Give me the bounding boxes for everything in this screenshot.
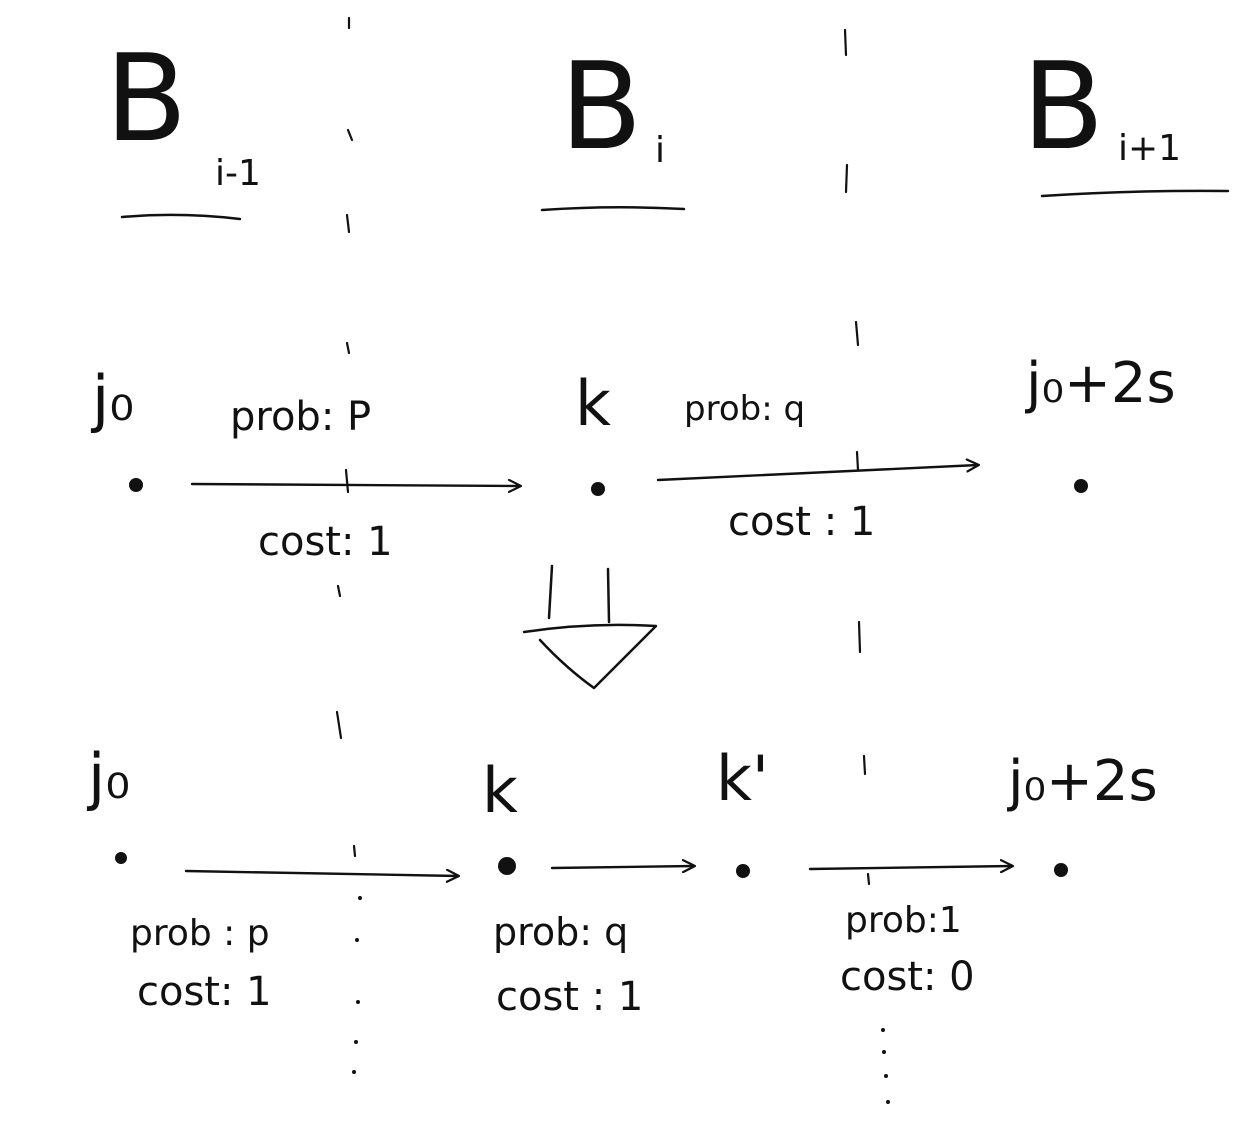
top-edge-2-arrow [656,465,978,482]
top-node-end [1074,479,1088,493]
bottom-edge-3-cost: cost: 0 [840,954,975,1000]
block-subscript-right: i+1 [1118,128,1181,169]
top-node-label-k: k [575,367,611,440]
block-underline-left [120,213,242,221]
bottom-edge-3-prob: prob:1 [845,900,962,941]
top-edge-2-prob: prob: q [684,389,805,429]
block-letter-middle: B [560,38,642,177]
top-row: j₀ k j₀+2s prob: P cost: 1 prob: q cost … [90,351,1176,565]
block-subscript-middle: i [655,130,665,171]
top-edge-2-cost: cost : 1 [728,499,875,545]
block-underline-middle [540,205,686,212]
bottom-node-k [498,857,516,875]
bottom-edge-3-arrow [808,866,1012,869]
bottom-node-kprime [736,864,750,878]
block-header-middle: B i [540,38,686,212]
bottom-node-label-k: k [482,754,518,827]
block-underline-right [1040,189,1230,198]
bottom-edge-2-cost: cost : 1 [496,974,643,1020]
bottom-node-label-kprime: k' [716,742,769,815]
bottom-node-label-start: j₀ [86,740,130,813]
block-letter-left: B [105,30,187,169]
separator-left [335,16,362,1074]
top-node-label-start: j₀ [90,362,134,435]
bottom-row: j₀ k k' j₀+2s prob : p cost: 1 prob: q c… [86,740,1158,1020]
top-edge-1-arrow [190,484,520,486]
bottom-node-start [115,852,127,864]
top-node-k [591,482,605,496]
block-header-left: B i-1 [105,30,261,221]
separator-right [843,28,890,1104]
bottom-edge-1-prob: prob : p [130,913,270,954]
bottom-node-label-end: j₀+2s [1006,749,1158,814]
top-edge-1-cost: cost: 1 [258,519,393,565]
block-letter-right: B [1022,38,1104,177]
bottom-edge-2-prob: prob: q [493,910,628,954]
top-edge-1-prob: prob: P [230,394,371,440]
bottom-edge-2-arrow [550,866,694,868]
bottom-node-end [1054,863,1068,877]
implies-arrow-down [522,564,658,690]
top-node-start [129,478,143,492]
bottom-edge-1-arrow [184,871,458,876]
block-subscript-left: i-1 [215,153,261,194]
bottom-edge-1-cost: cost: 1 [137,969,272,1015]
block-header-right: B i+1 [1022,38,1230,198]
top-node-label-end: j₀+2s [1024,351,1176,416]
